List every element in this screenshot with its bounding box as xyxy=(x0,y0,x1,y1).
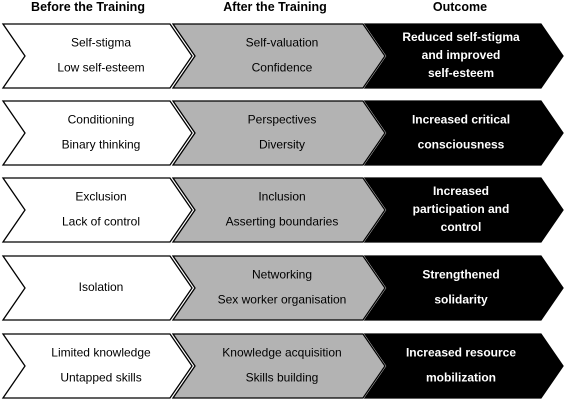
before-text-1-2: Low self-esteem xyxy=(57,61,144,75)
header-outcome: Outcome xyxy=(433,0,487,14)
after-chevron-3 xyxy=(171,177,386,243)
outcome-text-3-3: control xyxy=(441,220,482,234)
outcome-text-2-1: Increased critical xyxy=(412,113,510,127)
after-chevron-1 xyxy=(171,23,386,89)
after-text-3-2: Asserting boundaries xyxy=(226,215,339,229)
outcome-text-3-1: Increased xyxy=(433,184,489,198)
before-text-5-1: Limited knowledge xyxy=(51,346,151,360)
outcome-chevron-5 xyxy=(363,333,564,399)
before-text-3-1: Exclusion xyxy=(75,190,126,204)
after-text-1-2: Confidence xyxy=(252,61,313,75)
before-chevron-5 xyxy=(1,333,193,399)
outcome-chevron-3 xyxy=(363,177,564,243)
outcome-text-2-2: consciousness xyxy=(418,138,505,152)
before-chevron-1 xyxy=(1,23,193,89)
after-text-4-2: Sex worker organisation xyxy=(218,293,347,307)
before-text-2-1: Conditioning xyxy=(68,113,135,127)
outcome-text-3-2: participation and xyxy=(413,202,510,216)
after-text-2-1: Perspectives xyxy=(248,113,317,127)
outcome-chevron-4 xyxy=(363,255,564,321)
outcome-text-1-3: self-esteem xyxy=(428,66,494,80)
before-text-5-2: Untapped skills xyxy=(60,371,141,385)
before-chevron-4 xyxy=(1,255,193,321)
before-chevron-2 xyxy=(1,100,193,166)
outcome-text-5-2: mobilization xyxy=(426,371,496,385)
outcome-text-4-1: Strengthened xyxy=(422,268,499,282)
after-text-3-1: Inclusion xyxy=(258,190,305,204)
after-text-5-1: Knowledge acquisition xyxy=(222,346,341,360)
before-chevron-3 xyxy=(1,177,193,243)
outcome-text-1-2: and improved xyxy=(422,48,501,62)
before-text-3-2: Lack of control xyxy=(62,215,140,229)
outcome-chevron-1 xyxy=(363,23,564,89)
before-text-2-2: Binary thinking xyxy=(62,138,141,152)
after-text-1-1: Self-valuation xyxy=(246,36,319,50)
after-chevron-4 xyxy=(171,255,386,321)
outcome-text-5-1: Increased resource xyxy=(406,346,516,360)
after-chevron-5 xyxy=(171,333,386,399)
after-text-2-2: Diversity xyxy=(259,138,305,152)
outcome-text-1-1: Reduced self-stigma xyxy=(402,30,520,44)
outcome-text-4-2: solidarity xyxy=(434,293,488,307)
header-after: After the Training xyxy=(223,0,326,14)
after-chevron-2 xyxy=(171,100,386,166)
after-text-5-2: Skills building xyxy=(246,371,319,385)
before-text-1-1: Self-stigma xyxy=(71,36,131,50)
before-text-4-1: Isolation xyxy=(79,280,124,294)
after-text-4-1: Networking xyxy=(252,268,312,282)
outcome-chevron-2 xyxy=(363,100,564,166)
header-before: Before the Training xyxy=(31,0,145,14)
